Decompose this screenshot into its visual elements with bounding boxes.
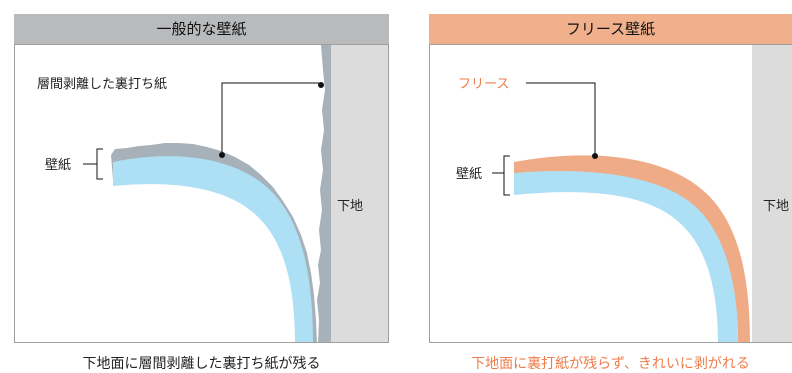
right-wallpaper-layer [514,170,738,342]
right-panel-header: フリース壁紙 [429,14,792,44]
right-wallpaper-label: 壁紙 [456,167,482,182]
left-backing-leader [221,82,322,155]
left-wallpaper-label: 壁紙 [45,158,71,173]
left-panel-header: 一般的な壁紙 [14,14,389,44]
left-residual-marker [318,82,324,88]
left-substrate [331,45,388,342]
right-diagram: フリース 壁紙 下地 [456,45,792,342]
right-wallpaper-bracket [503,155,510,196]
right-substrate-label: 下地 [763,199,789,214]
left-substrate-label: 下地 [337,199,363,214]
left-panel-title: 一般的な壁紙 [156,20,247,38]
right-panel-title: フリース壁紙 [565,20,656,38]
left-wallpaper-layer [113,156,313,342]
right-fleece-layer [514,155,750,342]
left-diagram: 層間剥離した裏打ち紙 壁紙 下地 [37,45,388,342]
left-wallpaper-bracket [96,148,103,180]
right-fleece-label: フリース [458,77,509,92]
right-fleece-leader [526,82,596,156]
right-substrate [752,45,792,342]
left-residual-backing [317,45,331,342]
left-caption: 下地面に層間剥離した裏打ち紙が残る [82,356,321,372]
right-caption: 下地面に裏打紙が残らず、きれいに剥がれる [471,356,750,372]
right-panel-frame: フリース 壁紙 下地 [429,44,792,343]
left-panel-frame: 層間剥離した裏打ち紙 壁紙 下地 [14,44,389,343]
left-backing-label: 層間剥離した裏打ち紙 [37,77,167,92]
